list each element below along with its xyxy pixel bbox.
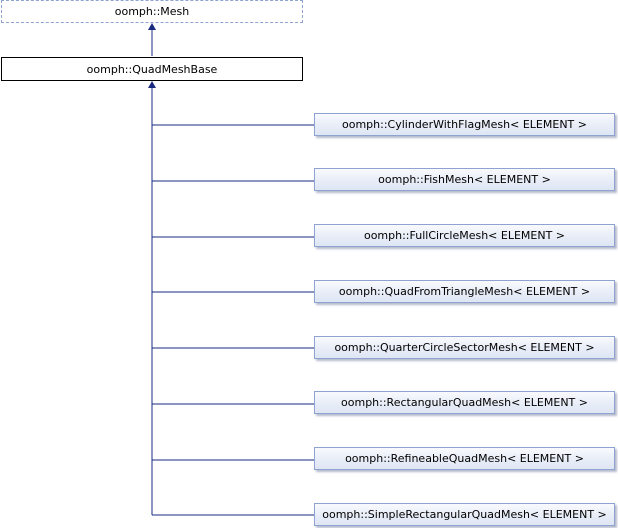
node-fishmesh[interactable]: oomph::FishMesh< ELEMENT > (314, 168, 615, 191)
node-mesh[interactable]: oomph::Mesh (1, 0, 303, 23)
node-mesh-label: oomph::Mesh (114, 5, 190, 18)
node-quartercirclesectormesh[interactable]: oomph::QuarterCircleSectorMesh< ELEMENT … (314, 336, 615, 359)
node-fishmesh-label: oomph::FishMesh< ELEMENT > (378, 173, 551, 186)
node-refineablequadmesh-label: oomph::RefineableQuadMesh< ELEMENT > (345, 452, 584, 465)
node-quadmeshbase-label: oomph::QuadMeshBase (86, 62, 218, 76)
node-refineablequadmesh[interactable]: oomph::RefineableQuadMesh< ELEMENT > (314, 447, 615, 470)
node-simplerectangularquadmesh-label: oomph::SimpleRectangularQuadMesh< ELEMEN… (322, 508, 607, 521)
node-quadfromtrianglemesh-label: oomph::QuadFromTriangleMesh< ELEMENT > (338, 285, 591, 298)
node-cylinderwithflagmesh-label: oomph::CylinderWithFlagMesh< ELEMENT > (342, 118, 587, 131)
node-simplerectangularquadmesh[interactable]: oomph::SimpleRectangularQuadMesh< ELEMEN… (314, 503, 615, 526)
node-quadfromtrianglemesh[interactable]: oomph::QuadFromTriangleMesh< ELEMENT > (314, 280, 615, 303)
arrowhead-quadmeshbase (148, 81, 156, 88)
node-rectangularquadmesh[interactable]: oomph::RectangularQuadMesh< ELEMENT > (314, 391, 615, 414)
arrowhead-mesh (148, 23, 156, 30)
node-fullcirclemesh-label: oomph::FullCircleMesh< ELEMENT > (363, 229, 566, 242)
node-cylinderwithflagmesh[interactable]: oomph::CylinderWithFlagMesh< ELEMENT > (314, 113, 615, 136)
edge-branches (152, 124, 314, 516)
node-quadmeshbase: oomph::QuadMeshBase (1, 57, 303, 81)
node-fullcirclemesh[interactable]: oomph::FullCircleMesh< ELEMENT > (314, 224, 615, 247)
node-quartercirclesectormesh-label: oomph::QuarterCircleSectorMesh< ELEMENT … (334, 341, 595, 354)
node-rectangularquadmesh-label: oomph::RectangularQuadMesh< ELEMENT > (341, 396, 588, 409)
